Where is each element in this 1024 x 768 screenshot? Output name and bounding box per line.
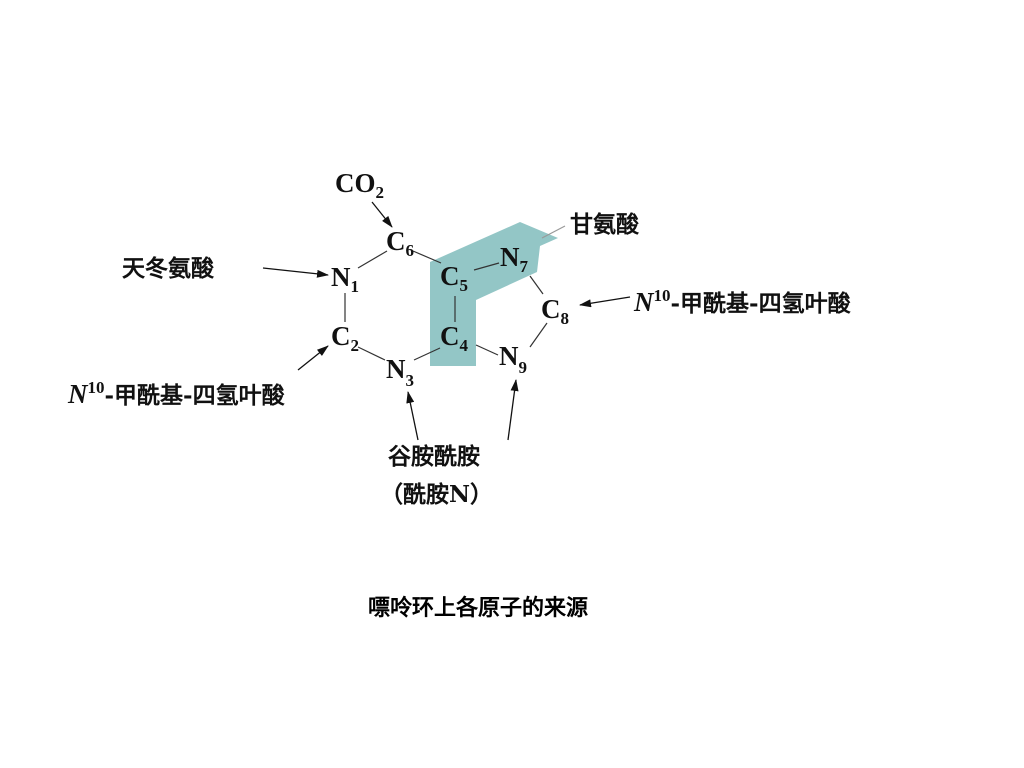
atom-n9: N9 [499,341,527,377]
atom-c4: C4 [440,321,469,355]
label-aspartate: 天冬氨酸 [122,255,215,282]
atom-c5: C5 [440,261,468,295]
source-arrows [262,201,631,441]
atom-c2: C2 [331,321,359,355]
label-glycine: 甘氨酸 [570,211,640,238]
atom-n1: N1 [331,262,359,296]
atom-n3: N3 [386,354,414,390]
atom-c8: C8 [541,294,569,328]
figure-caption: 嘌呤环上各原子的来源 [367,596,588,621]
bond-n3-c4 [413,347,441,361]
bond-n9-c4 [475,344,499,356]
ring-atoms: C6 N1 C2 N3 C4 C5 N7 C8 N9 [331,226,569,390]
label-formyl-thf-left: N10-甲酰基-四氢叶酸 [67,378,286,409]
bond-c5-c6 [412,250,442,264]
source-labels: CO2 天冬氨酸 甘氨酸 N10-甲酰基-四氢叶酸 N10-甲酰基-四氢叶酸 谷… [67,168,852,508]
glycine-pointer-line [541,225,566,239]
label-glutamine: 谷胺酰胺 [388,443,480,470]
arrow-glutamine-n9 [507,379,519,441]
atom-n7: N7 [500,242,529,276]
arrow-formyl-left [297,345,329,371]
glycine-highlight [430,222,558,366]
label-glutamine-amide: （酰胺N） [380,481,493,508]
atom-c6: C6 [386,226,414,260]
bond-c5-n7 [473,262,500,271]
bond-c2-n3 [357,346,386,361]
ring-bonds [344,250,548,361]
label-co2: CO2 [335,168,384,202]
arrow-aspartate [262,267,329,278]
arrow-formyl-right [579,296,631,308]
label-formyl-thf-right: N10-甲酰基-四氢叶酸 [633,286,852,317]
bond-c8-n9 [529,322,548,348]
bond-n7-c8 [529,275,544,295]
bond-c6-n1 [357,250,388,269]
arrow-glutamine-n3 [406,391,419,441]
arrow-co2 [371,201,393,228]
